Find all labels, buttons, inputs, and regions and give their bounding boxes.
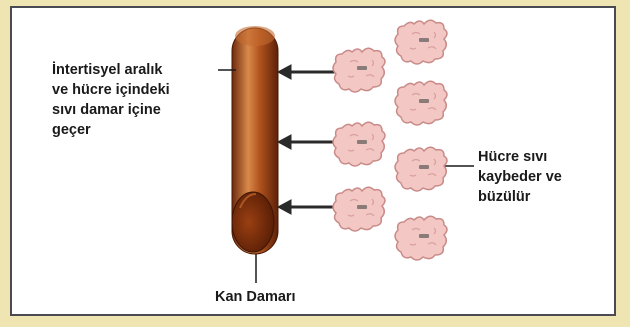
arrow-left-icon: [278, 65, 340, 79]
shrunken-cell-icon: [395, 20, 447, 64]
shrunken-cell-icon: [395, 81, 447, 125]
shrunken-cell-icon: [333, 187, 385, 231]
arrow-left-icon: [278, 200, 340, 214]
shrunken-cell-icon: [395, 147, 447, 191]
blood-vessel-icon: [232, 26, 278, 254]
arrow-left-icon: [278, 135, 340, 149]
shrunken-cell-icon: [333, 48, 385, 92]
cell-shrinks-label: Hücre sıvı kaybeder ve büzülür: [478, 147, 608, 207]
interstitial-fluid-label: İntertisyel aralık ve hücre içindeki sıv…: [52, 60, 227, 140]
blood-vessel-label: Kan Damarı: [215, 287, 335, 307]
shrunken-cell-icon: [395, 216, 447, 260]
shrunken-cell-icon: [333, 122, 385, 166]
